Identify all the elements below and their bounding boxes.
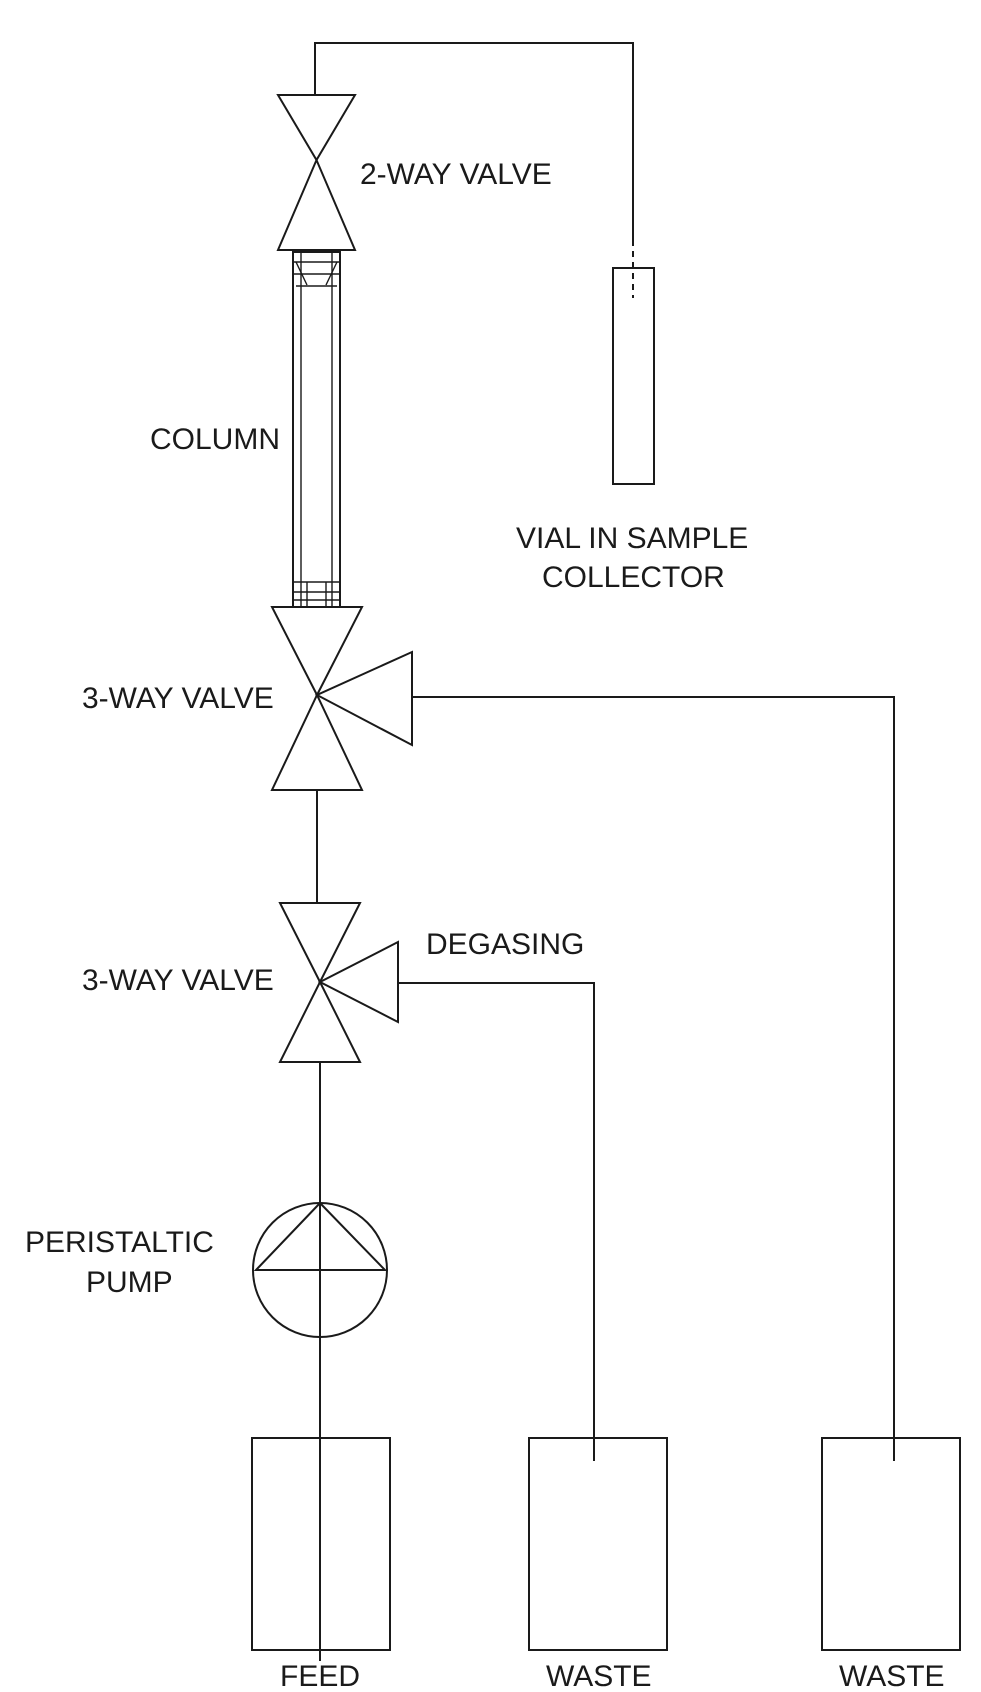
two-way-valve-symbol xyxy=(276,94,357,251)
degasing-tubing xyxy=(397,982,595,1461)
feed-label: FEED xyxy=(280,1660,360,1692)
upper-three-way-valve-label: 3-WAY VALVE xyxy=(82,682,274,715)
outlet-tubing xyxy=(314,42,634,298)
pump-label-line2: PUMP xyxy=(86,1266,173,1299)
vial-label-line2: COLLECTOR xyxy=(542,561,725,594)
waste-container-right xyxy=(821,1437,961,1651)
lower-three-way-valve-symbol xyxy=(278,902,399,1063)
vial-label-line1: VIAL IN SAMPLE xyxy=(516,522,748,555)
column-symbol xyxy=(292,251,341,608)
peristaltic-pump-symbol xyxy=(252,1201,388,1338)
two-way-valve-label: 2-WAY VALVE xyxy=(360,158,552,191)
lower-three-way-valve-label: 3-WAY VALVE xyxy=(82,964,274,997)
degasing-label: DEGASING xyxy=(426,928,584,961)
upper-waste-tubing xyxy=(411,696,895,1461)
feed-container xyxy=(251,1437,391,1651)
vial-symbol xyxy=(612,267,655,485)
waste-container-middle xyxy=(528,1437,668,1651)
column-label: COLUMN xyxy=(150,423,280,456)
pump-label-line1: PERISTALTIC xyxy=(25,1226,214,1259)
upper-three-way-valve-symbol xyxy=(270,606,413,791)
waste-right-label: WASTE xyxy=(839,1660,945,1692)
waste-middle-label: WASTE xyxy=(546,1660,652,1692)
